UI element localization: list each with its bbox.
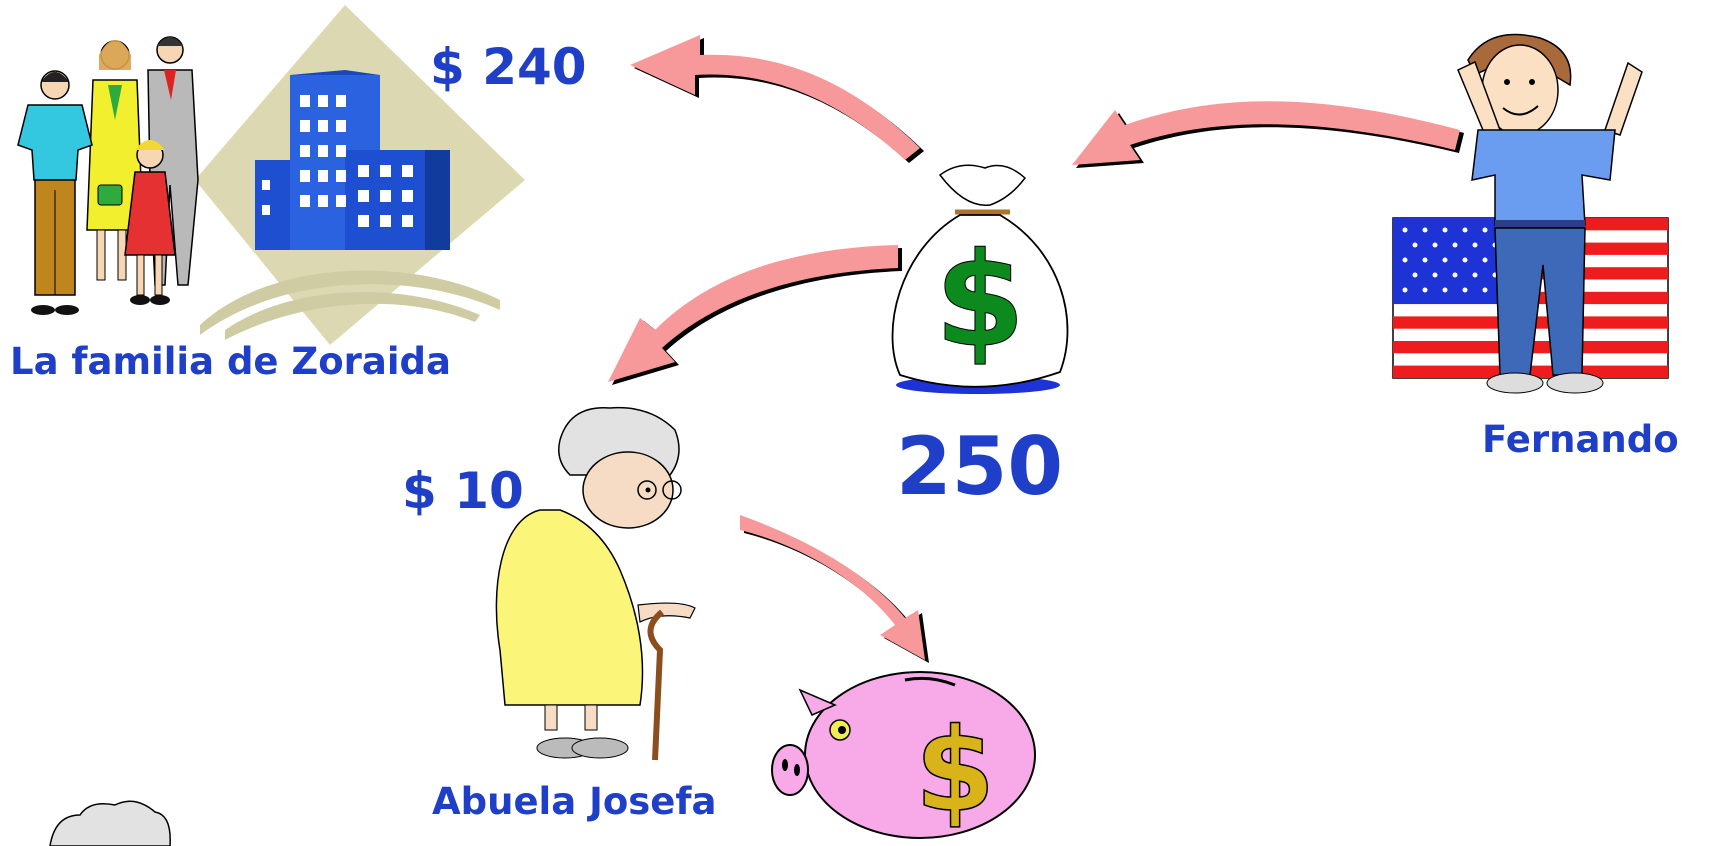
fernando-icon xyxy=(1457,33,1643,394)
piggy-bank-icon: $ xyxy=(771,671,1036,839)
piggy-dollar-symbol: $ xyxy=(915,704,995,838)
amount-to-abuela: $ 10 xyxy=(402,462,524,520)
fernando-label: Fernando xyxy=(1482,418,1679,461)
arrow-abuela-to-piggy xyxy=(740,515,929,663)
bag-dollar-symbol: $ xyxy=(935,224,1025,376)
arrow-fernando-to-bag xyxy=(1072,101,1464,168)
abuela-label: Abuela Josefa xyxy=(432,780,717,823)
familia-label: La familia de Zoraida xyxy=(10,340,452,383)
total-amount: 250 xyxy=(896,420,1063,513)
family-icon xyxy=(17,36,199,315)
amount-to-familia: $ 240 xyxy=(430,38,587,96)
arrow-bag-to-familia xyxy=(630,35,924,163)
cloud-icon xyxy=(49,800,171,846)
buildings-icon xyxy=(195,5,525,345)
arrow-bag-to-abuela xyxy=(608,245,902,385)
money-bag-icon: $ xyxy=(891,164,1069,394)
grandmother-icon xyxy=(495,406,696,761)
